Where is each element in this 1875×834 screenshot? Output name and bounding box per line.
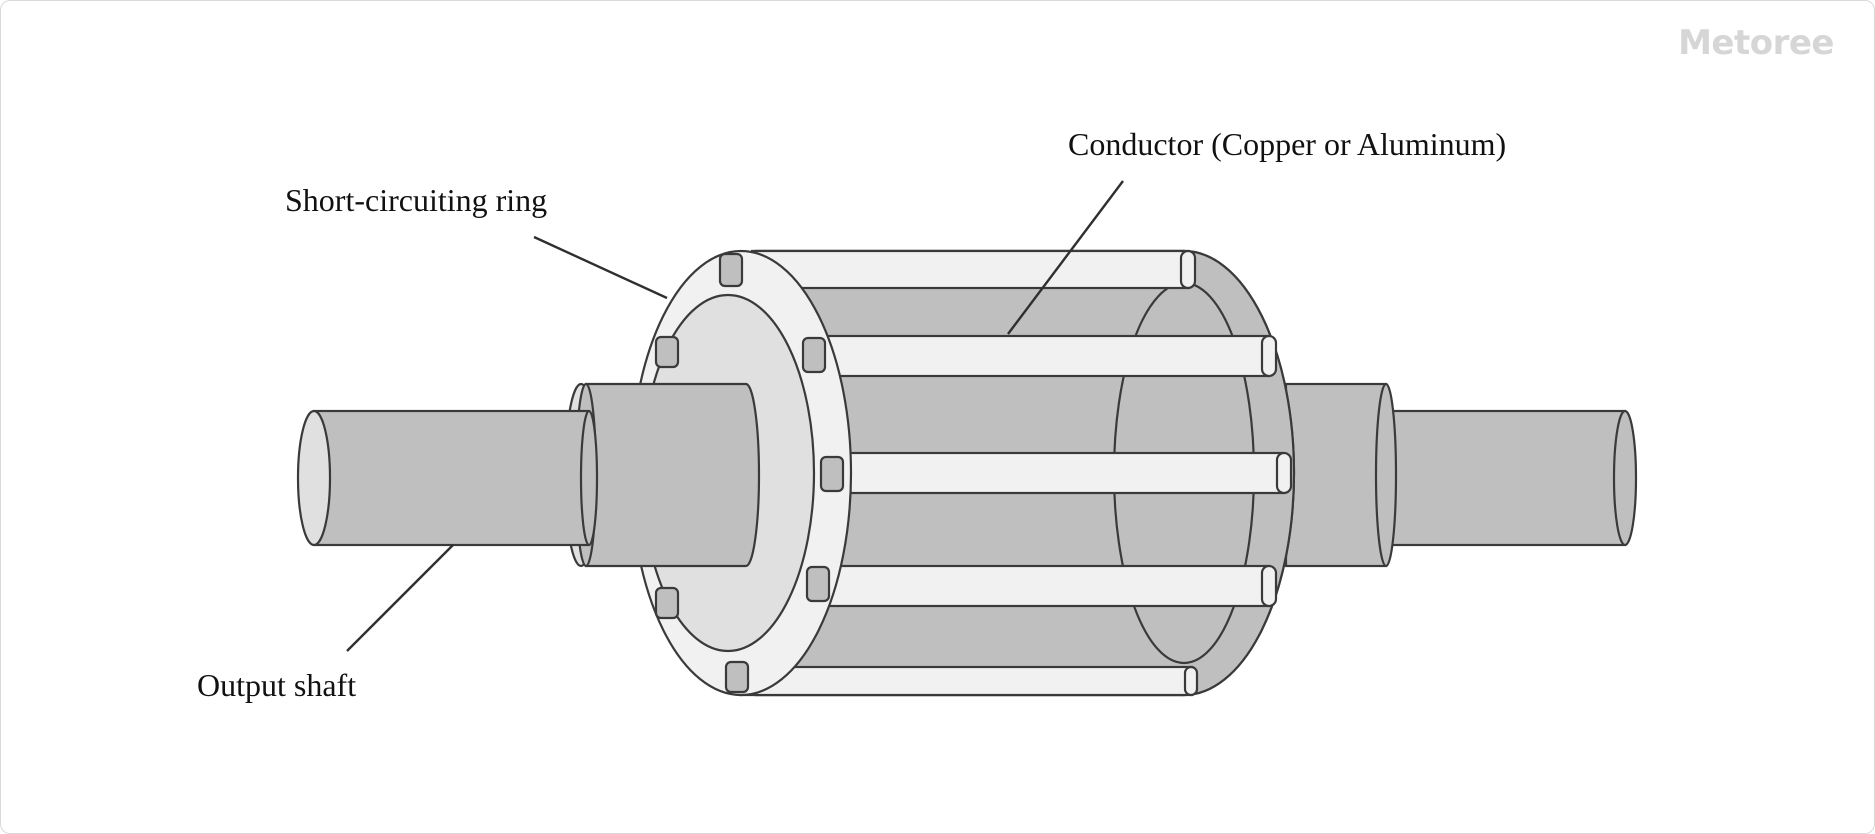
short-circuiting-ring-label: Short-circuiting ring	[285, 182, 548, 218]
conductor-label: Conductor (Copper or Aluminum)	[1068, 126, 1507, 162]
leader-lines	[346, 180, 1124, 652]
output-shaft	[296, 382, 761, 568]
conductor-bars	[754, 249, 1293, 697]
output-shaft-label: Output shaft	[197, 667, 357, 703]
brand-logo: Metoree	[1678, 23, 1834, 63]
right-shaft	[1284, 382, 1638, 568]
